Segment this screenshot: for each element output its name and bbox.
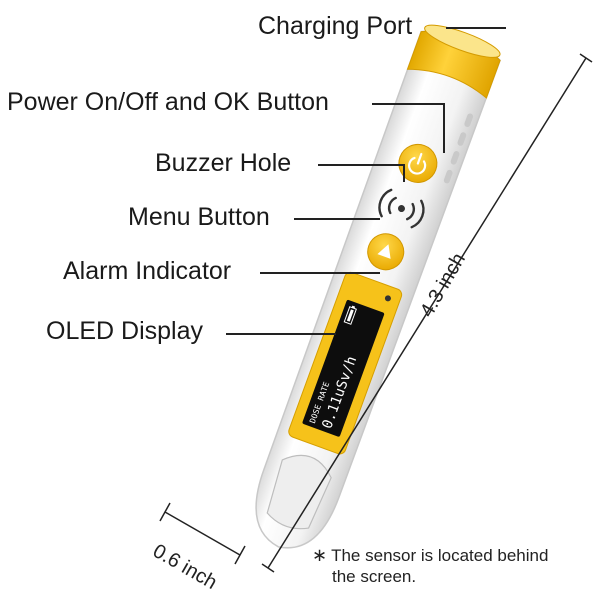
length-dimension xyxy=(261,53,593,573)
power-icon xyxy=(408,152,427,175)
leader-buzzer-hole xyxy=(318,164,404,166)
label-buzzer-hole: Buzzer Hole xyxy=(155,149,292,177)
note-line-2: the screen. xyxy=(332,567,417,586)
leader-oled-display xyxy=(226,333,336,335)
leader-buzzer-hole-drop xyxy=(403,164,405,182)
battery-icon xyxy=(343,305,357,325)
label-charging-port: Charging Port xyxy=(258,12,413,40)
leader-power-button-drop xyxy=(443,103,445,153)
side-vents xyxy=(443,113,474,184)
label-alarm-indicator: Alarm Indicator xyxy=(63,257,232,285)
device-tip-clip xyxy=(266,454,332,530)
label-power-button: Power On/Off and OK Button xyxy=(7,88,329,116)
leader-menu-button xyxy=(294,218,380,220)
label-menu-button: Menu Button xyxy=(128,203,270,231)
sensor-note: ∗The sensor is located behind the screen… xyxy=(312,545,548,587)
buzzer-hole xyxy=(378,188,425,229)
leader-power-button xyxy=(372,103,444,105)
note-asterisk: ∗ xyxy=(312,545,328,565)
note-line-1: The sensor is located behind xyxy=(331,546,549,565)
oled-screen xyxy=(302,299,385,437)
leader-charging-port xyxy=(446,27,506,29)
leader-alarm-indicator xyxy=(260,272,380,274)
width-dimension xyxy=(159,502,246,565)
power-button[interactable] xyxy=(394,139,443,188)
triangle-up-icon xyxy=(377,244,391,259)
sound-waves-icon xyxy=(378,188,425,229)
label-oled-display: OLED Display xyxy=(46,317,203,345)
alarm-indicator-dot xyxy=(384,295,391,302)
menu-button[interactable] xyxy=(363,229,409,275)
